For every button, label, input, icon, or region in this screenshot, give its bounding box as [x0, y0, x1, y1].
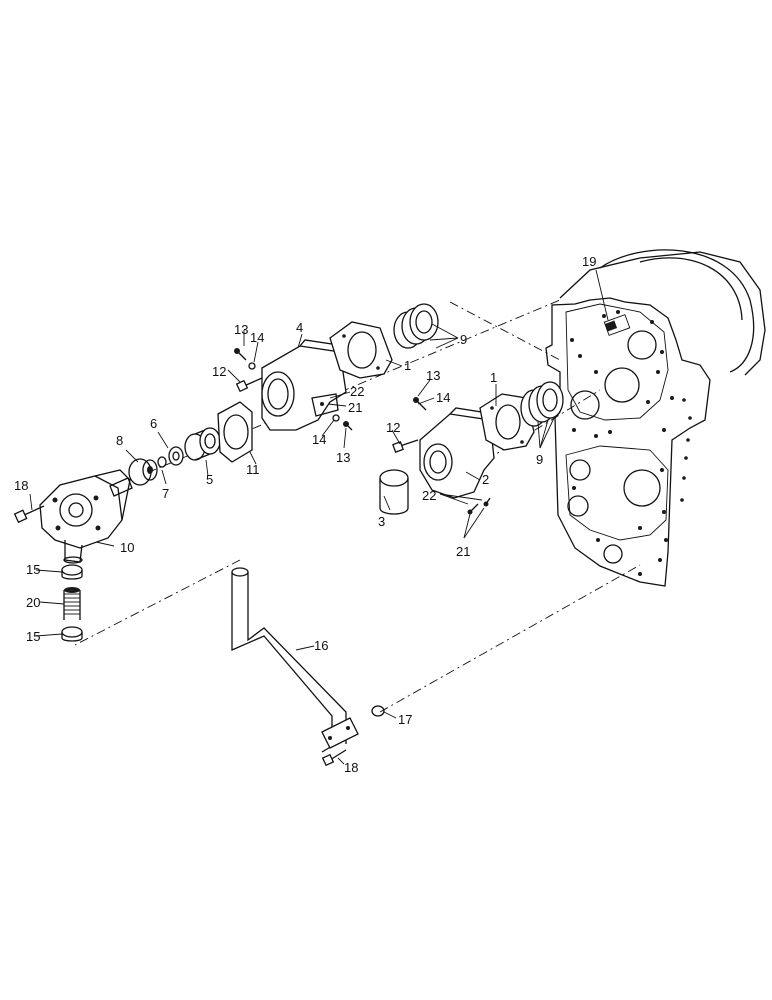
pump-body — [39, 469, 131, 564]
gasket-1-upper — [329, 321, 393, 379]
callout-22-upper: 22 — [350, 384, 364, 399]
shim-stack-lower — [520, 381, 564, 427]
callout-1-lower: 1 — [490, 370, 497, 385]
callout-5: 5 — [206, 472, 213, 487]
callout-2: 2 — [482, 472, 489, 487]
callout-6: 6 — [150, 416, 157, 431]
callout-19: 19 — [582, 254, 596, 269]
callout-11: 11 — [246, 462, 260, 477]
callout-4: 4 — [296, 320, 303, 335]
gasket-11 — [217, 401, 253, 463]
callout-8: 8 — [116, 433, 123, 448]
callout-15-lower: 15 — [26, 629, 40, 644]
nut-and-washer — [157, 446, 184, 468]
callout-21-upper: 21 — [348, 400, 362, 415]
callout-18-lower: 18 — [344, 760, 358, 775]
callout-13-upper: 13 — [234, 322, 248, 337]
callout-21-lower: 21 — [456, 544, 470, 559]
callout-3: 3 — [378, 514, 385, 529]
leader-lines — [29, 269, 609, 765]
callout-10: 10 — [120, 540, 134, 555]
strainer-stack — [61, 564, 83, 642]
callout-7: 7 — [162, 486, 169, 501]
callout-13-middle: 13 — [336, 450, 350, 465]
callout-14-middle: 14 — [312, 432, 326, 447]
callout-12-lower: 12 — [386, 420, 400, 435]
callout-22-lower: 22 — [422, 488, 436, 503]
callout-15-upper: 15 — [26, 562, 40, 577]
callout-12-upper: 12 — [212, 364, 226, 379]
callout-9-upper: 9 — [460, 332, 467, 347]
transmission-housing — [545, 249, 766, 587]
shim-stack-upper — [393, 303, 439, 349]
bolts-and-screws — [13, 320, 618, 524]
callout-14-upper: 14 — [250, 330, 264, 345]
callout-18-upper: 18 — [14, 478, 28, 493]
callout-20: 20 — [26, 595, 40, 610]
callout-14-lower: 14 — [436, 390, 450, 405]
pump-shaft — [109, 477, 133, 497]
callout-1-upper: 1 — [404, 358, 411, 373]
callout-labels: 18 15 20 15 10 8 6 7 5 11 12 13 14 4 1 9… — [14, 254, 596, 775]
callout-16: 16 — [314, 638, 328, 653]
adapter-housing — [261, 339, 347, 431]
callout-13-lower: 13 — [426, 368, 440, 383]
drive-gear — [128, 458, 158, 486]
filter-cup — [379, 469, 409, 515]
suction-pipe — [231, 567, 385, 767]
callout-9-lower: 9 — [536, 452, 543, 467]
bearing — [184, 427, 221, 461]
callout-17: 17 — [398, 712, 412, 727]
